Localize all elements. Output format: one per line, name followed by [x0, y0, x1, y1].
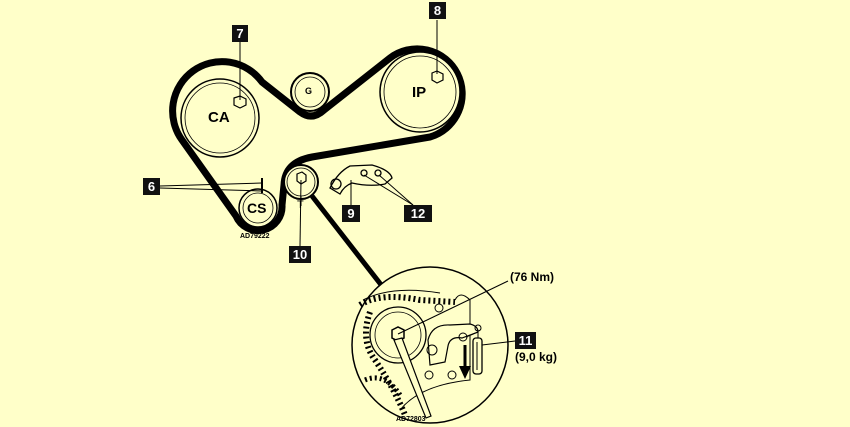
callout-9: 9 [342, 205, 360, 222]
crankshaft-pulley [238, 188, 278, 228]
tensioner-lever [329, 164, 393, 195]
callout-10: 10 [289, 246, 311, 263]
callout-11: 11 [515, 332, 536, 349]
pulley-label-cs: CS [247, 200, 267, 216]
force-spec: (9,0 kg) [515, 350, 558, 364]
injection-pump-pulley [379, 51, 461, 133]
wrench [393, 337, 432, 419]
reference-code-inset: AD72803 [396, 416, 426, 423]
tensioner-detail-inset [351, 266, 516, 424]
pulley-label-ip: IP [412, 84, 427, 101]
idler-pulley [290, 72, 330, 112]
pulley-label-ca: CA [208, 109, 230, 126]
reference-code-main: AD79222 [240, 233, 270, 240]
belt-leader [310, 194, 384, 288]
torque-spec: (76 Nm) [510, 270, 555, 284]
pulley-label-g: G [305, 86, 313, 96]
leader-lines [159, 20, 438, 247]
callout-7: 7 [232, 25, 248, 42]
callout-6: 6 [143, 178, 160, 195]
callout-12: 12 [404, 205, 432, 222]
callout-8: 8 [429, 2, 446, 19]
pulley-label-t: T [297, 199, 304, 211]
pull-arrow-icon [459, 345, 471, 379]
